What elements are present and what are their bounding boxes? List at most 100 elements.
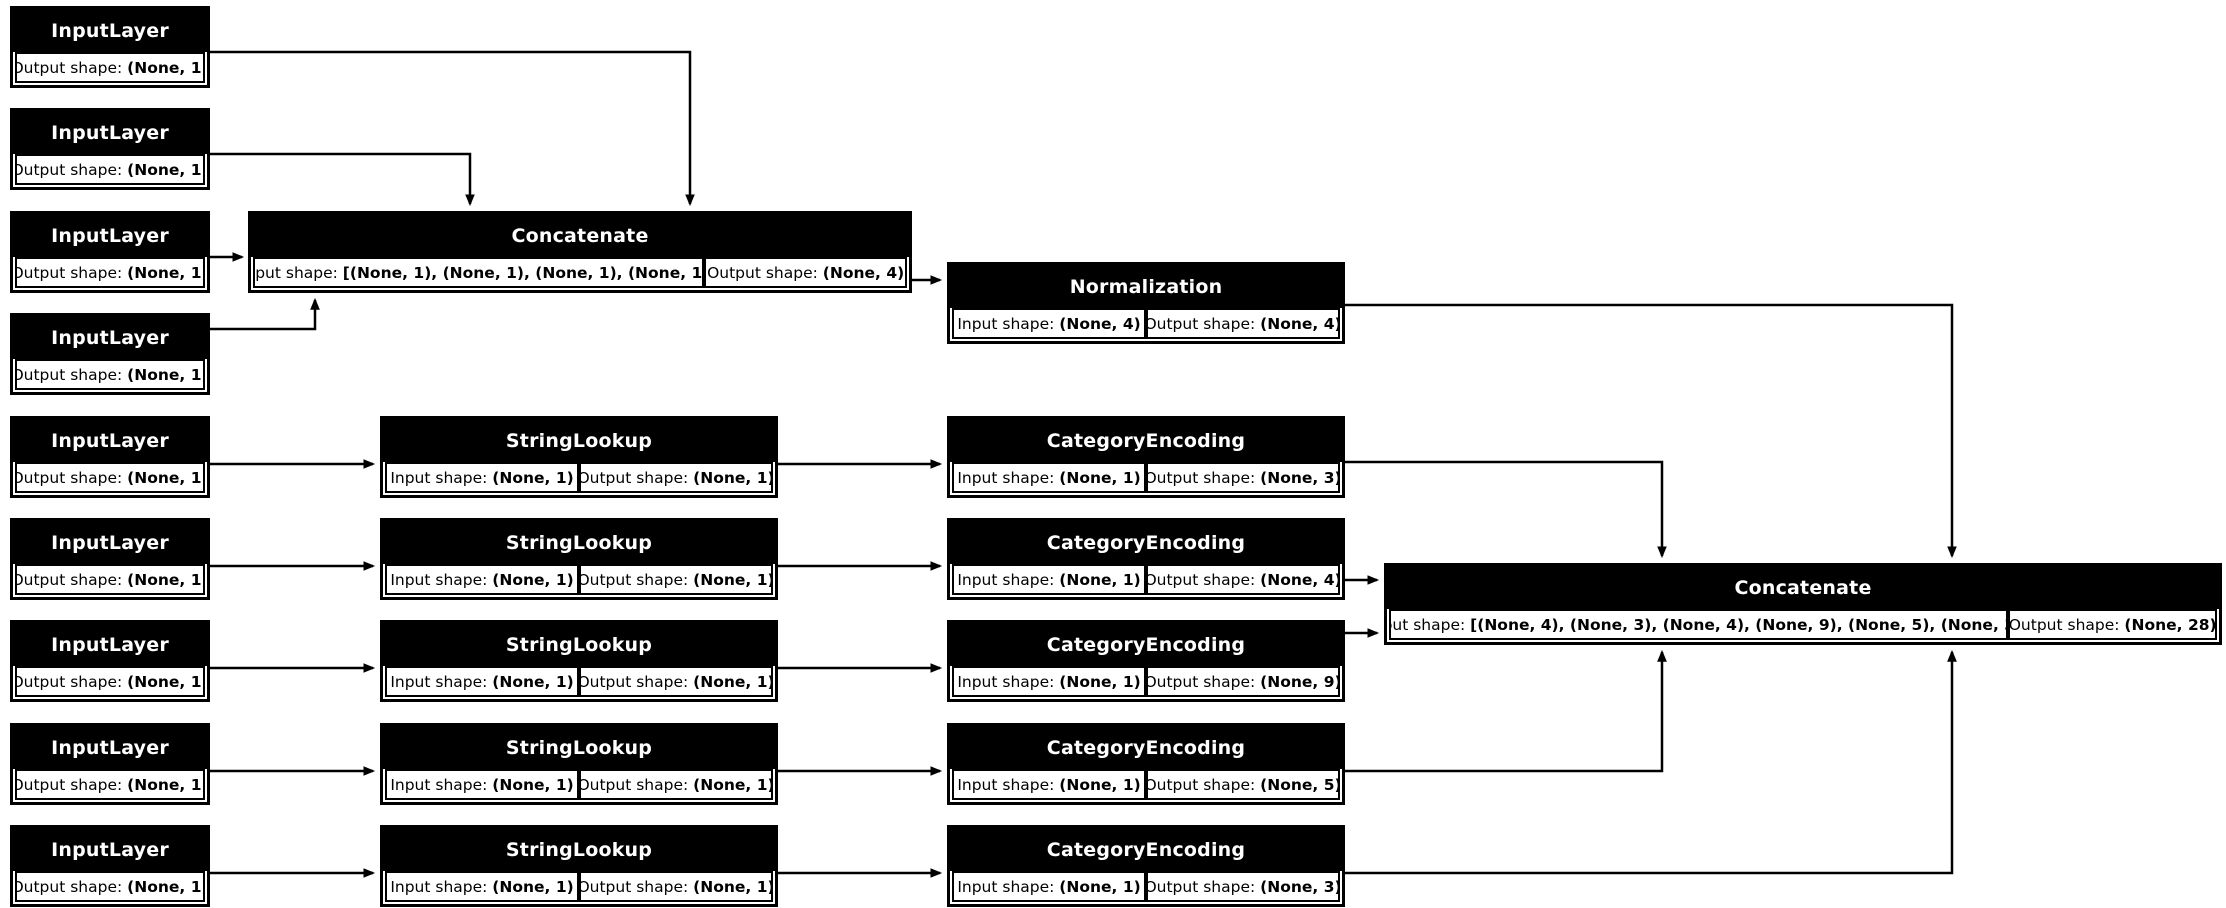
- output-shape-cell: Output shape: (None, 1): [15, 666, 205, 697]
- node-stringlookup-2: StringLookup Input shape: (None, 1) Outp…: [380, 518, 778, 600]
- output-shape-cell: Output shape: (None, 1): [579, 871, 773, 902]
- layer-type-label: InputLayer: [13, 828, 207, 871]
- shape-value: (None, 1): [693, 468, 773, 487]
- node-categoryencoding-2: CategoryEncoding Input shape: (None, 1) …: [947, 518, 1345, 600]
- output-shape-cell: Output shape: (None, 1): [15, 154, 205, 185]
- output-shape-cell: Output shape: (None, 1): [579, 666, 773, 697]
- edge-categoryencoding4-concatenate2: [1345, 649, 1667, 773]
- shape-label: Output shape:: [15, 775, 128, 794]
- shape-label: Output shape:: [15, 365, 128, 384]
- node-concatenate-1: Concatenate Input shape: [(None, 1), (No…: [248, 211, 912, 293]
- shape-label: Input shape:: [957, 314, 1060, 333]
- node-inputlayer-9: InputLayer Output shape: (None, 1): [10, 825, 210, 907]
- shape-label: Input shape:: [957, 672, 1060, 691]
- shape-label: Input shape:: [390, 570, 493, 589]
- node-categoryencoding-3: CategoryEncoding Input shape: (None, 1) …: [947, 620, 1345, 702]
- shape-label: Output shape:: [707, 263, 823, 282]
- shape-label: Input shape:: [390, 468, 493, 487]
- shape-label: Input shape:: [1391, 615, 1466, 634]
- layer-type-label: StringLookup: [383, 419, 775, 462]
- layer-type-label: CategoryEncoding: [950, 521, 1342, 564]
- shape-label: Output shape:: [579, 877, 694, 896]
- shape-value: (None, 1): [127, 468, 205, 487]
- shape-value: (None, 3): [1260, 877, 1340, 896]
- shape-value: (None, 1): [693, 570, 773, 589]
- output-shape-cell: Output shape: (None, 1): [15, 871, 205, 902]
- shape-value: (None, 4): [822, 263, 905, 282]
- output-shape-cell: Output shape: (None, 1): [15, 769, 205, 800]
- output-shape-cell: Output shape: (None, 4): [704, 257, 907, 288]
- shape-value: (None, 4): [1260, 570, 1340, 589]
- output-shape-cell: Output shape: (None, 1): [579, 564, 773, 595]
- input-shape-cell: Input shape: [(None, 1), (None, 1), (Non…: [253, 257, 705, 288]
- shape-value: (None, 1): [1059, 570, 1141, 589]
- shape-value: (None, 1): [127, 775, 205, 794]
- shape-label: Output shape:: [579, 672, 694, 691]
- shape-value: (None, 1): [492, 570, 574, 589]
- layer-type-label: CategoryEncoding: [950, 828, 1342, 871]
- layer-type-label: InputLayer: [13, 419, 207, 462]
- shape-label: Output shape:: [15, 877, 128, 896]
- shape-label: Input shape:: [390, 877, 493, 896]
- shape-value: [(None, 4), (None, 3), (None, 4), (None,…: [1470, 615, 2009, 634]
- layer-type-label: Normalization: [950, 265, 1342, 308]
- shape-value: (None, 1): [127, 570, 205, 589]
- layer-type-label: CategoryEncoding: [950, 726, 1342, 769]
- input-shape-cell: Input shape: (None, 1): [952, 871, 1146, 902]
- shape-value: (None, 1): [693, 672, 773, 691]
- output-shape-cell: Output shape: (None, 1): [15, 52, 205, 83]
- shape-label: Output shape:: [1146, 468, 1261, 487]
- output-shape-cell: Output shape: (None, 1): [15, 359, 205, 390]
- layer-type-label: StringLookup: [383, 521, 775, 564]
- edge-input4-concatenate1: [210, 297, 320, 331]
- shape-value: (None, 1): [492, 877, 574, 896]
- shape-label: Output shape:: [1146, 775, 1261, 794]
- layer-type-label: Concatenate: [1387, 566, 2219, 609]
- node-stringlookup-5: StringLookup Input shape: (None, 1) Outp…: [380, 825, 778, 907]
- node-stringlookup-1: StringLookup Input shape: (None, 1) Outp…: [380, 416, 778, 498]
- shape-value: (None, 1): [693, 775, 773, 794]
- node-inputlayer-7: InputLayer Output shape: (None, 1): [10, 620, 210, 702]
- input-shape-cell: Input shape: (None, 1): [385, 462, 579, 493]
- output-shape-cell: Output shape: (None, 4): [1146, 308, 1340, 339]
- node-inputlayer-3: InputLayer Output shape: (None, 1): [10, 211, 210, 293]
- shape-label: Output shape:: [1146, 672, 1261, 691]
- layer-type-label: InputLayer: [13, 623, 207, 666]
- shape-value: (None, 4): [1059, 314, 1141, 333]
- layer-type-label: InputLayer: [13, 316, 207, 359]
- output-shape-cell: Output shape: (None, 4): [1146, 564, 1340, 595]
- output-shape-cell: Output shape: (None, 1): [579, 769, 773, 800]
- shape-label: Input shape:: [255, 263, 338, 282]
- input-shape-cell: Input shape: [(None, 4), (None, 3), (Non…: [1389, 609, 2009, 640]
- shape-value: (None, 5): [1260, 775, 1340, 794]
- input-shape-cell: Input shape: (None, 1): [952, 564, 1146, 595]
- node-inputlayer-4: InputLayer Output shape: (None, 1): [10, 313, 210, 395]
- input-shape-cell: Input shape: (None, 1): [385, 871, 579, 902]
- shape-value: [(None, 1), (None, 1), (None, 1), (None,…: [342, 263, 705, 282]
- node-inputlayer-8: InputLayer Output shape: (None, 1): [10, 723, 210, 805]
- node-inputlayer-2: InputLayer Output shape: (None, 1): [10, 108, 210, 190]
- input-shape-cell: Input shape: (None, 1): [385, 666, 579, 697]
- shape-value: (None, 1): [127, 263, 205, 282]
- shape-value: (None, 9): [1260, 672, 1340, 691]
- output-shape-cell: Output shape: (None, 3): [1146, 871, 1340, 902]
- input-shape-cell: Input shape: (None, 1): [385, 564, 579, 595]
- layer-type-label: InputLayer: [13, 214, 207, 257]
- shape-value: (None, 1): [492, 672, 574, 691]
- output-shape-cell: Output shape: (None, 1): [15, 462, 205, 493]
- output-shape-cell: Output shape: (None, 1): [15, 564, 205, 595]
- output-shape-cell: Output shape: (None, 9): [1146, 666, 1340, 697]
- shape-label: Output shape:: [579, 775, 694, 794]
- layer-type-label: CategoryEncoding: [950, 419, 1342, 462]
- layer-type-label: StringLookup: [383, 623, 775, 666]
- node-inputlayer-6: InputLayer Output shape: (None, 1): [10, 518, 210, 600]
- shape-label: Output shape:: [579, 468, 694, 487]
- input-shape-cell: Input shape: (None, 1): [952, 462, 1146, 493]
- layer-type-label: InputLayer: [13, 521, 207, 564]
- output-shape-cell: Output shape: (None, 28): [2008, 609, 2217, 640]
- edge-input1-concatenate1: [210, 50, 695, 207]
- node-concatenate-2: Concatenate Input shape: [(None, 4), (No…: [1384, 563, 2222, 645]
- shape-label: Output shape:: [15, 160, 128, 179]
- layer-type-label: InputLayer: [13, 9, 207, 52]
